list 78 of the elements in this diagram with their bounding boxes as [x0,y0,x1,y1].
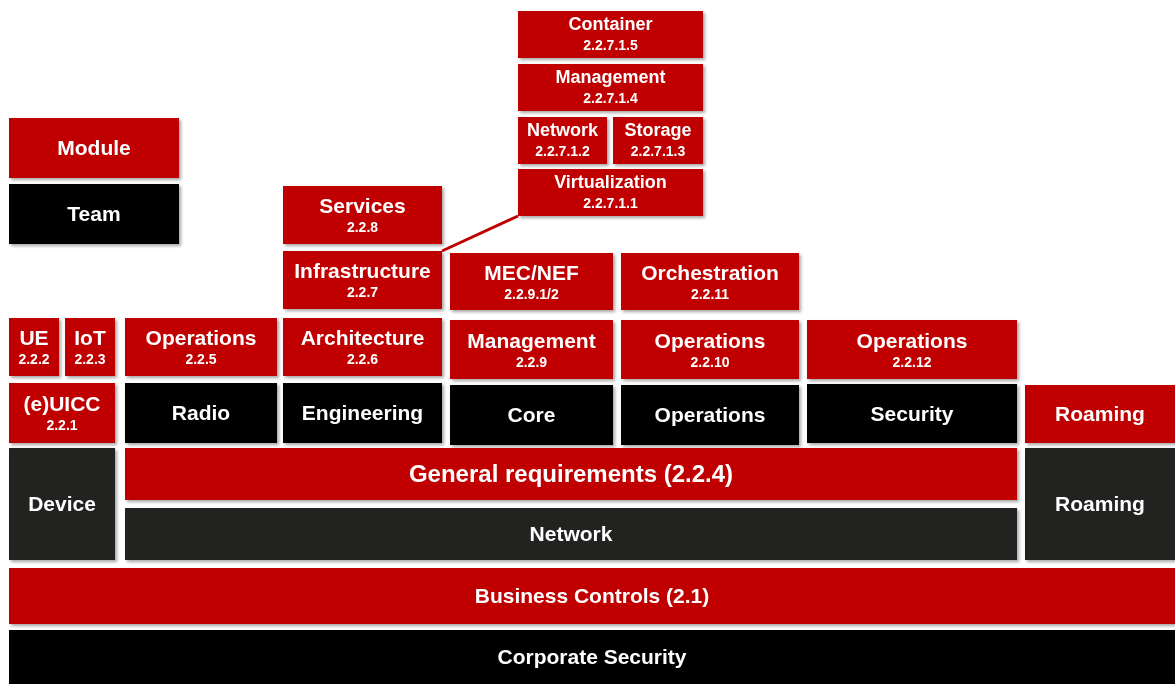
block-title: Roaming [1055,492,1145,516]
connector-line [441,214,519,253]
block-title: Security [870,401,954,426]
team-box [9,448,115,560]
team-box [125,508,1017,560]
block-title: Network [527,121,598,142]
section-number: 2.2.7.1.4 [583,91,638,107]
block-title: Container [568,15,653,36]
section-number: 2.2.6 [346,352,379,368]
section-number: 2.2.5 [185,352,217,368]
block-title: Corporate Security [497,645,687,669]
section-number: 2.2.7.1.1 [583,196,638,212]
module-box [9,383,115,443]
team-box [9,630,1175,684]
block-title: Architecture [300,326,425,350]
section-number: 2.2.1 [46,418,78,434]
block-title: Network [529,522,613,546]
block-title: Radio [171,401,231,425]
block-title: Management [467,328,596,352]
block-title: Core [507,403,556,427]
section-number: 2.2.2 [18,352,50,368]
team-box [807,384,1017,443]
module-box [518,169,703,216]
legend-text: Team [67,202,121,226]
block-title: (e)UICC [23,392,101,416]
section-number: 2.2.9.1/2 [504,286,559,303]
block-title: Business Controls (2.1) [474,584,710,608]
block-title: UE [19,326,49,350]
team-box [621,385,799,445]
legend-text: Module [57,136,131,160]
block-title: MEC/NEF [484,260,579,284]
module-box [125,318,277,376]
block-title: Operations [654,403,766,427]
module-box [621,253,799,310]
module-box [283,186,442,244]
block-title: Device [28,492,96,516]
block-title: Roaming [1055,402,1145,426]
module-box [518,117,607,164]
module-box [450,320,613,379]
block-title: Operations [654,328,766,352]
section-number: 2.2.7.1.3 [630,144,686,160]
block-title: IoT [74,326,106,350]
module-box [125,448,1017,500]
block-title: Services [319,194,406,218]
module-box [518,64,703,111]
module-box [283,318,442,376]
section-number: 2.2.11 [690,286,730,303]
team-box [283,383,442,443]
section-number: 2.2.10 [690,354,730,371]
block-title: Storage [624,121,692,142]
section-number: 2.2.12 [892,354,932,371]
module-box [283,251,442,309]
block-title: Operations [145,326,257,350]
module-box [9,568,1175,624]
block-title: Management [555,68,666,89]
team-box [450,385,613,445]
block-title: Operations [856,328,968,352]
module-box [65,318,115,376]
section-number: 2.2.3 [74,352,106,368]
section-number: 2.2.7.1.2 [535,144,590,160]
section-number: 2.2.7.1.5 [583,38,638,54]
block-title: Engineering [301,401,424,425]
section-number: 2.2.9 [515,354,548,371]
module-box [450,253,613,310]
block-title: Virtualization [554,173,667,194]
block-title: Infrastructure [294,259,431,283]
module-box [807,320,1017,379]
team-box [125,383,277,443]
section-number: 2.2.7 [346,285,379,301]
block-title: Orchestration [641,260,779,284]
module-box [518,11,703,58]
module-box [621,320,799,379]
module-box [613,117,703,164]
module-box [9,318,59,376]
module-box [1025,385,1175,443]
team-box [1025,448,1175,560]
section-number: 2.2.8 [346,220,379,236]
block-title: General requirements (2.2.4) [408,460,734,488]
